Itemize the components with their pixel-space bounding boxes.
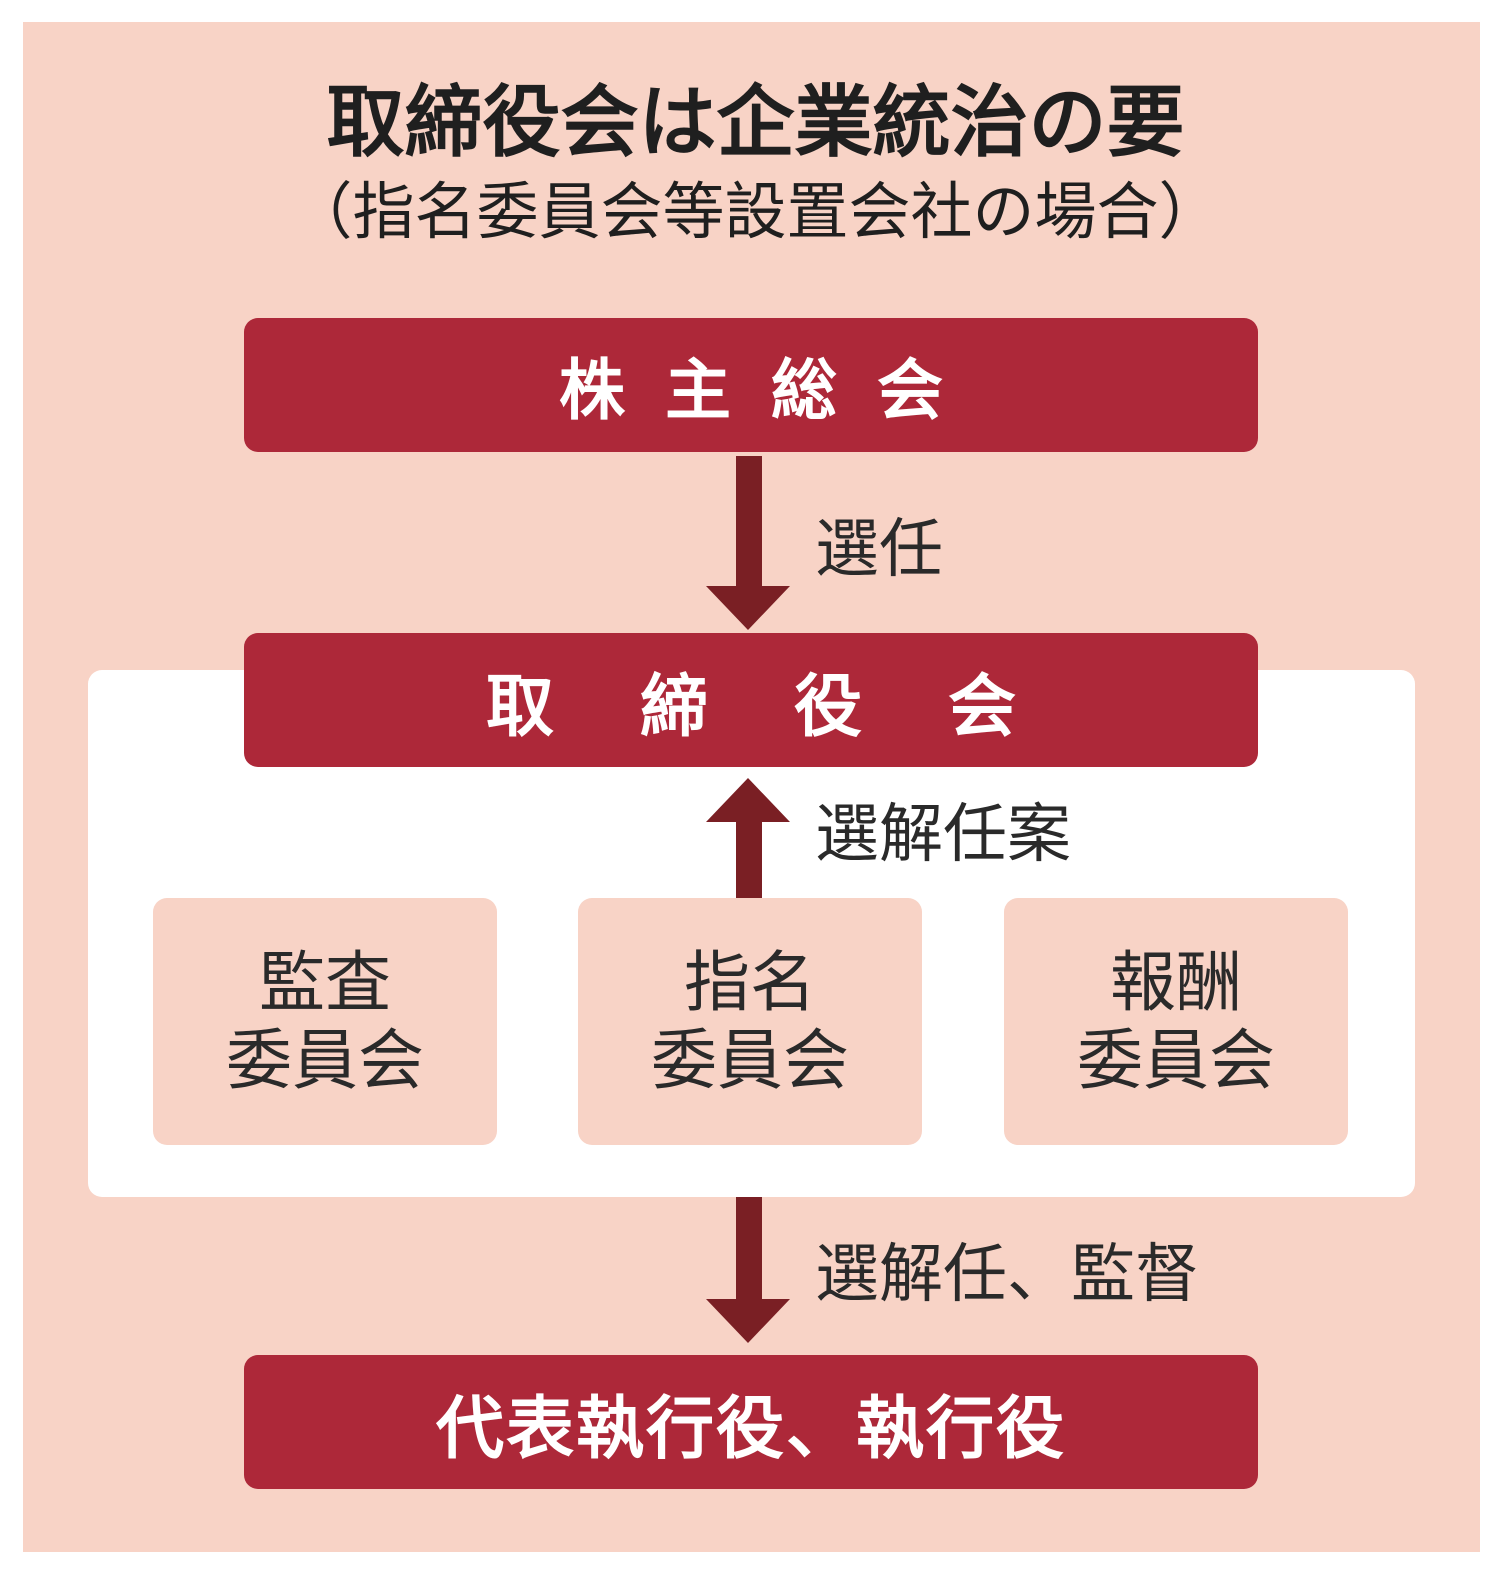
audit-committee-box: 監査 委員会 <box>153 898 497 1145</box>
committee-name: 監査 <box>259 943 391 1021</box>
arrow-down-supervise <box>700 1197 796 1343</box>
committee-suffix: 委員会 <box>651 1021 849 1099</box>
nomination-committee-box: 指名 委員会 <box>578 898 922 1145</box>
arrow-down-appoint <box>700 456 796 630</box>
board-of-directors-box: 取締役会 <box>244 633 1258 767</box>
committee-suffix: 委員会 <box>1077 1021 1275 1099</box>
label-supervise: 選解任、監督 <box>815 1238 1199 1312</box>
committee-name: 報酬 <box>1110 943 1242 1021</box>
diagram-subtitle: （指名委員会等設置会社の場合） <box>290 175 1221 248</box>
diagram-title: 取締役会は企業統治の要 <box>326 78 1185 168</box>
label-nominate: 選解任案 <box>815 798 1071 872</box>
shareholders-meeting-box: 株主総会 <box>244 318 1258 452</box>
arrow-up-nominate <box>700 778 796 898</box>
committee-name: 指名 <box>684 943 816 1021</box>
committee-suffix: 委員会 <box>226 1021 424 1099</box>
label-appoint: 選任 <box>815 513 943 587</box>
executive-officers-box: 代表執行役、執行役 <box>244 1355 1258 1489</box>
compensation-committee-box: 報酬 委員会 <box>1004 898 1348 1145</box>
